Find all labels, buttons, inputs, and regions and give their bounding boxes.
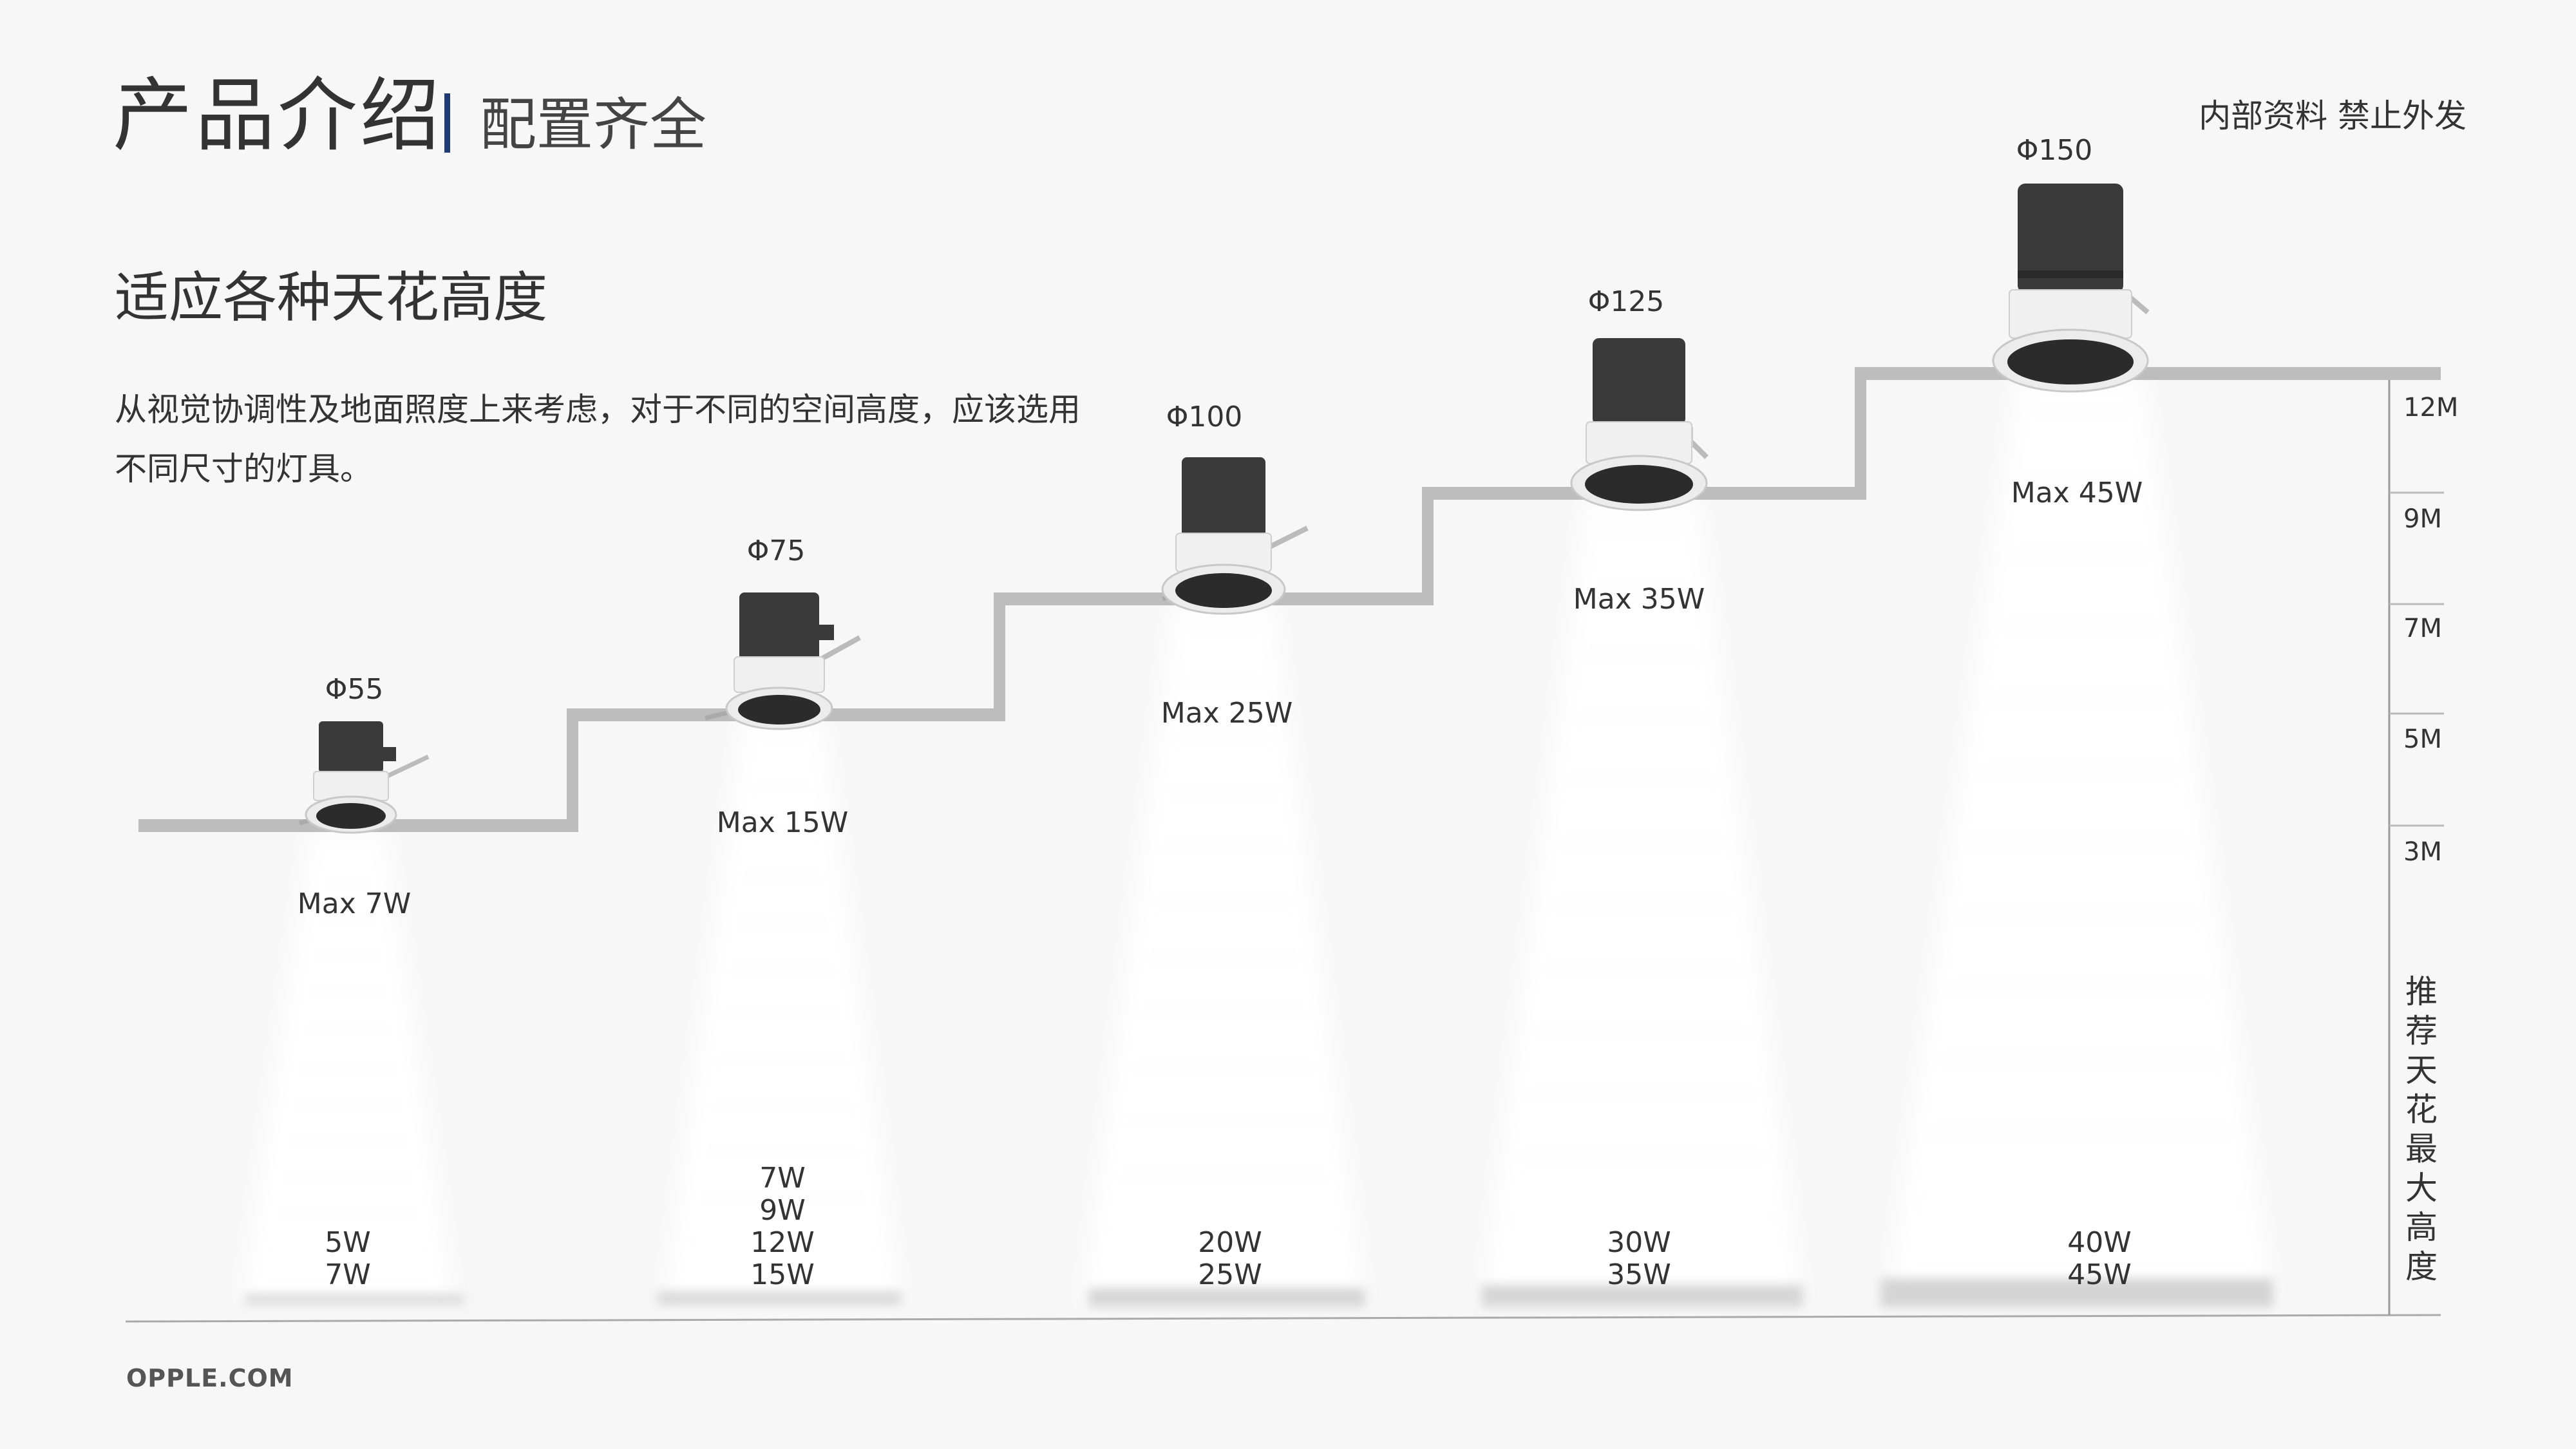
scale-tick-label: 7M: [2403, 614, 2442, 643]
diameter-label: Φ150: [2016, 134, 2093, 167]
wattage-options: 40W 45W: [2048, 1227, 2151, 1291]
wattage-option: 5W: [325, 1226, 371, 1259]
max-wattage-label: Max 15W: [716, 806, 849, 839]
diameter-label: Φ55: [325, 673, 384, 706]
scale-tick-label: 5M: [2403, 724, 2442, 754]
floor-shadow: [1880, 1278, 2273, 1307]
page-title: 产品介绍: [113, 70, 443, 162]
max-wattage-label: Max 45W: [2011, 477, 2143, 509]
wattage-option: 45W: [2067, 1258, 2132, 1291]
downlight-lamp-icon: [1570, 338, 1709, 511]
diameter-label: Φ75: [746, 535, 806, 567]
light-beam: [1082, 605, 1365, 1304]
max-wattage-label: Max 25W: [1160, 697, 1293, 730]
light-beam: [1887, 380, 2273, 1301]
scale-tick-label: 3M: [2403, 837, 2442, 867]
confidential-notice: 内部资料 禁止外发: [2199, 97, 2467, 135]
wattage-option: 30W: [1607, 1226, 1671, 1259]
floor-shadow: [245, 1294, 464, 1305]
wattage-option: 12W: [750, 1226, 815, 1259]
light-beam: [663, 721, 902, 1304]
diameter-label: Φ100: [1166, 401, 1243, 433]
floor-line: [125, 1314, 2441, 1323]
floor-shadow: [1481, 1285, 1803, 1307]
wattage-option: 25W: [1198, 1258, 1262, 1291]
wattage-options: 30W 35W: [1587, 1227, 1690, 1291]
wattage-option: 35W: [1607, 1258, 1671, 1291]
page-subtitle: 配置齐全: [480, 91, 707, 158]
light-beam: [1481, 502, 1803, 1304]
diameter-label: Φ125: [1587, 285, 1665, 318]
light-beam: [242, 831, 454, 1301]
wattage-options: 7W 9W 12W 15W: [731, 1162, 834, 1291]
wattage-options: 20W 25W: [1179, 1227, 1282, 1291]
title-divider: [444, 93, 450, 153]
floor-shadow: [1088, 1288, 1365, 1307]
downlight-lamp-icon: [1992, 184, 2150, 393]
floor-shadow: [657, 1291, 902, 1305]
scale-tick-label: 9M: [2403, 504, 2442, 534]
footer-brand: OPPLE.COM: [126, 1364, 294, 1392]
wattage-option: 7W: [759, 1162, 806, 1195]
section-heading: 适应各种天花高度: [115, 266, 548, 329]
downlight-lamp-icon: [1161, 457, 1309, 615]
wattage-options: 5W 7W: [296, 1227, 399, 1291]
wattage-option: 9W: [759, 1194, 806, 1227]
wattage-option: 40W: [2067, 1226, 2132, 1259]
wattage-option: 20W: [1198, 1226, 1262, 1259]
scale-caption: 推荐天花最大高度: [2405, 973, 2438, 1285]
section-description: 从视觉协调性及地面照度上来考虑，对于不同的空间高度，应该选用不同尺寸的灯具。: [115, 391, 1081, 488]
max-wattage-label: Max 35W: [1573, 583, 1705, 616]
downlight-lamp-icon: [299, 721, 430, 834]
downlight-lamp-icon: [705, 592, 861, 730]
wattage-option: 7W: [325, 1258, 371, 1291]
scale-tick-label: 12M: [2403, 393, 2459, 422]
wattage-option: 15W: [750, 1258, 815, 1291]
max-wattage-label: Max 7W: [297, 887, 412, 920]
